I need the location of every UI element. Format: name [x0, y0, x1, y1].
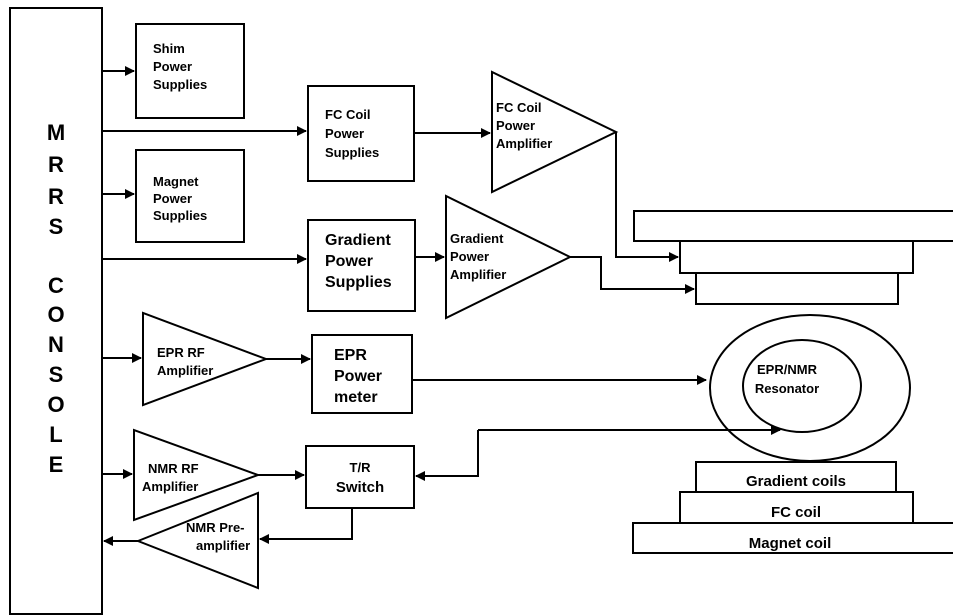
fc-amp-to-fc-coil-arrow: [615, 132, 679, 262]
nmr-preamplifier-block: NMR Pre- amplifier: [135, 491, 259, 590]
epr-meter-line-1: EPR: [334, 347, 367, 364]
console-box: [9, 7, 103, 615]
shim-power-supplies-block: Shim Power Supplies: [135, 23, 245, 119]
coil-stack-top: [633, 210, 953, 305]
fc-coil-amp-line-2: Power: [496, 118, 535, 133]
console-letter-5: C: [48, 273, 64, 298]
resonator-line-2: Resonator: [755, 381, 819, 396]
epr-power-meter-block: EPR Power meter: [311, 334, 413, 414]
gradient-coils-plate: [695, 461, 897, 493]
gradient-amp-line-1: Gradient: [450, 231, 504, 246]
console-letter-3: R: [48, 184, 64, 209]
fc-coil-power-amplifier-block: FC Coil Power Amplifier: [491, 70, 619, 194]
fc-coil-power-supplies-block: FC Coil Power Supplies: [307, 85, 415, 182]
tr-switch-line-2: Switch: [336, 479, 384, 496]
gradient-ps-line-3: Supplies: [325, 274, 392, 291]
resonator-to-tr-switch-arrow: [415, 430, 479, 481]
console-letter-10: L: [49, 422, 62, 447]
gradient-ps-line-1: Gradient: [325, 232, 391, 249]
gradient-amplifier-triangle: [445, 194, 573, 320]
mrrs-console: M R R S C O N S O L E: [9, 7, 103, 615]
nmr-preamp-line-2: amplifier: [196, 538, 250, 553]
console-letter-2: R: [48, 152, 64, 177]
gradient-power-amplifier-block: Gradient Power Amplifier: [445, 194, 573, 320]
nmr-rf-amplifier-triangle: [133, 428, 261, 522]
fc-coil-bottom-plate: [679, 491, 914, 524]
magnet-ps-line-2: Power: [153, 191, 192, 206]
epr-meter-line-2: Power: [334, 368, 382, 385]
gradient-power-supplies-box: [307, 219, 416, 312]
gradient-coil-plate: [695, 272, 899, 305]
fc-coil-label: FC coil: [771, 504, 821, 521]
fc-coil-ps-line-3: Supplies: [325, 145, 379, 160]
magnet-coil-plate: [632, 522, 953, 554]
epr-power-meter-box: [311, 334, 413, 414]
magnet-power-supplies-block: Magnet Power Supplies: [135, 149, 245, 243]
console-letter-11: E: [49, 452, 64, 477]
shim-power-supplies-box: [135, 23, 245, 119]
tr-switch-to-preamp-arrow: [259, 508, 353, 544]
gradient-ps-line-2: Power: [325, 253, 373, 270]
epr-rf-amplifier-block: EPR RF Amplifier: [142, 311, 269, 407]
shim-ps-line-1: Shim: [153, 41, 185, 56]
fc-coil-amplifier-triangle: [491, 70, 619, 194]
gradient-amp-line-3: Amplifier: [450, 267, 506, 282]
tr-switch-line-1: T/R: [350, 460, 372, 475]
gradient-power-supplies-block: Gradient Power Supplies: [307, 219, 416, 312]
magnet-ps-line-1: Magnet: [153, 174, 199, 189]
resonator-line-1: EPR/NMR: [757, 362, 818, 377]
magnet-coil-label: Magnet coil: [749, 535, 832, 552]
magnet-power-supplies-box: [135, 149, 245, 243]
magnet-ps-line-3: Supplies: [153, 208, 207, 223]
nmr-rf-amp-line-2: Amplifier: [142, 479, 198, 494]
epr-rf-amplifier-triangle: [142, 311, 269, 407]
shim-ps-line-2: Power: [153, 59, 192, 74]
nmr-preamp-line-1: NMR Pre-: [186, 520, 245, 535]
console-letter-6: O: [47, 302, 64, 327]
top-plate: [633, 210, 953, 242]
epr-rf-amp-line-2: Amplifier: [157, 363, 213, 378]
gradient-coils-label: Gradient coils: [746, 473, 846, 490]
console-letter-9: O: [47, 392, 64, 417]
nmr-rf-amp-line-1: NMR RF: [148, 461, 199, 476]
shim-ps-line-3: Supplies: [153, 77, 207, 92]
gradient-amp-line-2: Power: [450, 249, 489, 264]
resonator-assembly: EPR/NMR Resonator: [709, 314, 911, 462]
nmr-preamplifier-triangle: [135, 491, 259, 590]
epr-rf-amp-line-1: EPR RF: [157, 345, 205, 360]
fc-coil-amp-line-1: FC Coil: [496, 100, 542, 115]
resonator-inner-ring: [742, 339, 862, 433]
tr-switch-block: T/R Switch: [305, 445, 415, 509]
nmr-rf-amplifier-block: NMR RF Amplifier: [133, 428, 261, 522]
console-letter-4: S: [49, 214, 64, 239]
fc-coil-amp-line-3: Amplifier: [496, 136, 552, 151]
signal-connections: [102, 66, 781, 546]
console-letter-7: N: [48, 332, 64, 357]
coil-stack-bottom: Gradient coils FC coil Magnet coil: [632, 461, 953, 554]
gradient-amp-to-gradient-coil-arrow: [570, 256, 695, 294]
tr-switch-box: [305, 445, 415, 509]
console-letter-1: M: [47, 120, 65, 145]
fc-coil-ps-line-2: Power: [325, 126, 364, 141]
console-letter-8: S: [49, 362, 64, 387]
fc-coil-ps-line-1: FC Coil: [325, 107, 371, 122]
fc-coil-plate: [679, 240, 914, 274]
epr-meter-line-3: meter: [334, 389, 378, 406]
